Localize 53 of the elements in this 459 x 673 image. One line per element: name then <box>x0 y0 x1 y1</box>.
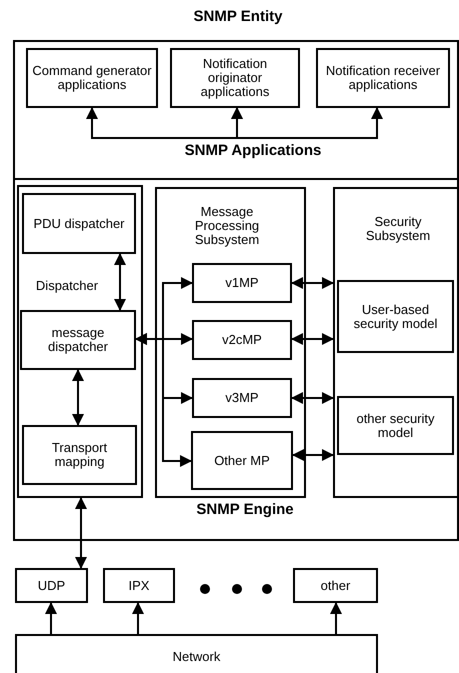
box-label: Notification receiver applications <box>324 64 442 92</box>
application-box <box>26 48 158 108</box>
arrow <box>291 277 334 289</box>
arrow <box>45 602 57 634</box>
box-label: message dispatcher <box>47 326 109 354</box>
panel-title: Dispatcher <box>34 279 100 293</box>
module-box <box>192 378 292 418</box>
arrow <box>135 333 192 467</box>
arrow <box>75 497 87 569</box>
panel-title: SNMP Applications <box>184 144 322 158</box>
module-box <box>192 263 292 303</box>
box-label: Command generator applications <box>31 64 153 92</box>
module-box <box>192 320 292 360</box>
box-label: Network <box>172 650 222 664</box>
arrow <box>231 107 383 139</box>
panel-title: Security Subsystem <box>364 215 432 243</box>
dispatcher-panel <box>17 185 143 498</box>
box-label: v3MP <box>224 391 260 405</box>
protocol-box <box>103 568 175 603</box>
box-label: Other MP <box>213 454 271 468</box>
arrow <box>291 333 334 345</box>
box-label: other <box>320 578 352 592</box>
box-label: PDU dispatcher <box>32 216 126 230</box>
module-box <box>337 396 454 455</box>
box-label: IPX <box>128 578 150 592</box>
box-label: Notification originator applications <box>200 57 270 99</box>
component-box <box>20 310 136 370</box>
protocol-box <box>15 568 88 603</box>
panel-title: Message Processing Subsystem <box>194 205 260 247</box>
box-label: Transport mapping <box>50 441 108 469</box>
arrow <box>114 253 126 311</box>
box-label: v2cMP <box>221 333 263 347</box>
protocol-box <box>293 568 378 603</box>
box-label: other security model <box>355 412 436 440</box>
module-box <box>191 431 293 490</box>
network-box <box>15 634 378 673</box>
component-box <box>22 425 137 485</box>
panel-title: SNMP Engine <box>195 503 295 517</box>
arrow <box>72 369 84 426</box>
application-box <box>170 48 300 108</box>
arrow <box>292 449 334 461</box>
heading: SNMP Entity <box>192 10 284 24</box>
box-label: v1MP <box>224 276 260 290</box>
arrow <box>330 602 342 634</box>
module-box <box>337 280 454 353</box>
arrow <box>132 602 144 634</box>
subsystem-panel <box>333 187 459 498</box>
arrow <box>291 392 334 404</box>
component-box <box>22 193 136 254</box>
box-label: UDP <box>36 578 66 592</box>
application-box <box>316 48 450 108</box>
subsystem-panel <box>155 187 306 498</box>
box-label: User-based security model <box>352 302 438 330</box>
